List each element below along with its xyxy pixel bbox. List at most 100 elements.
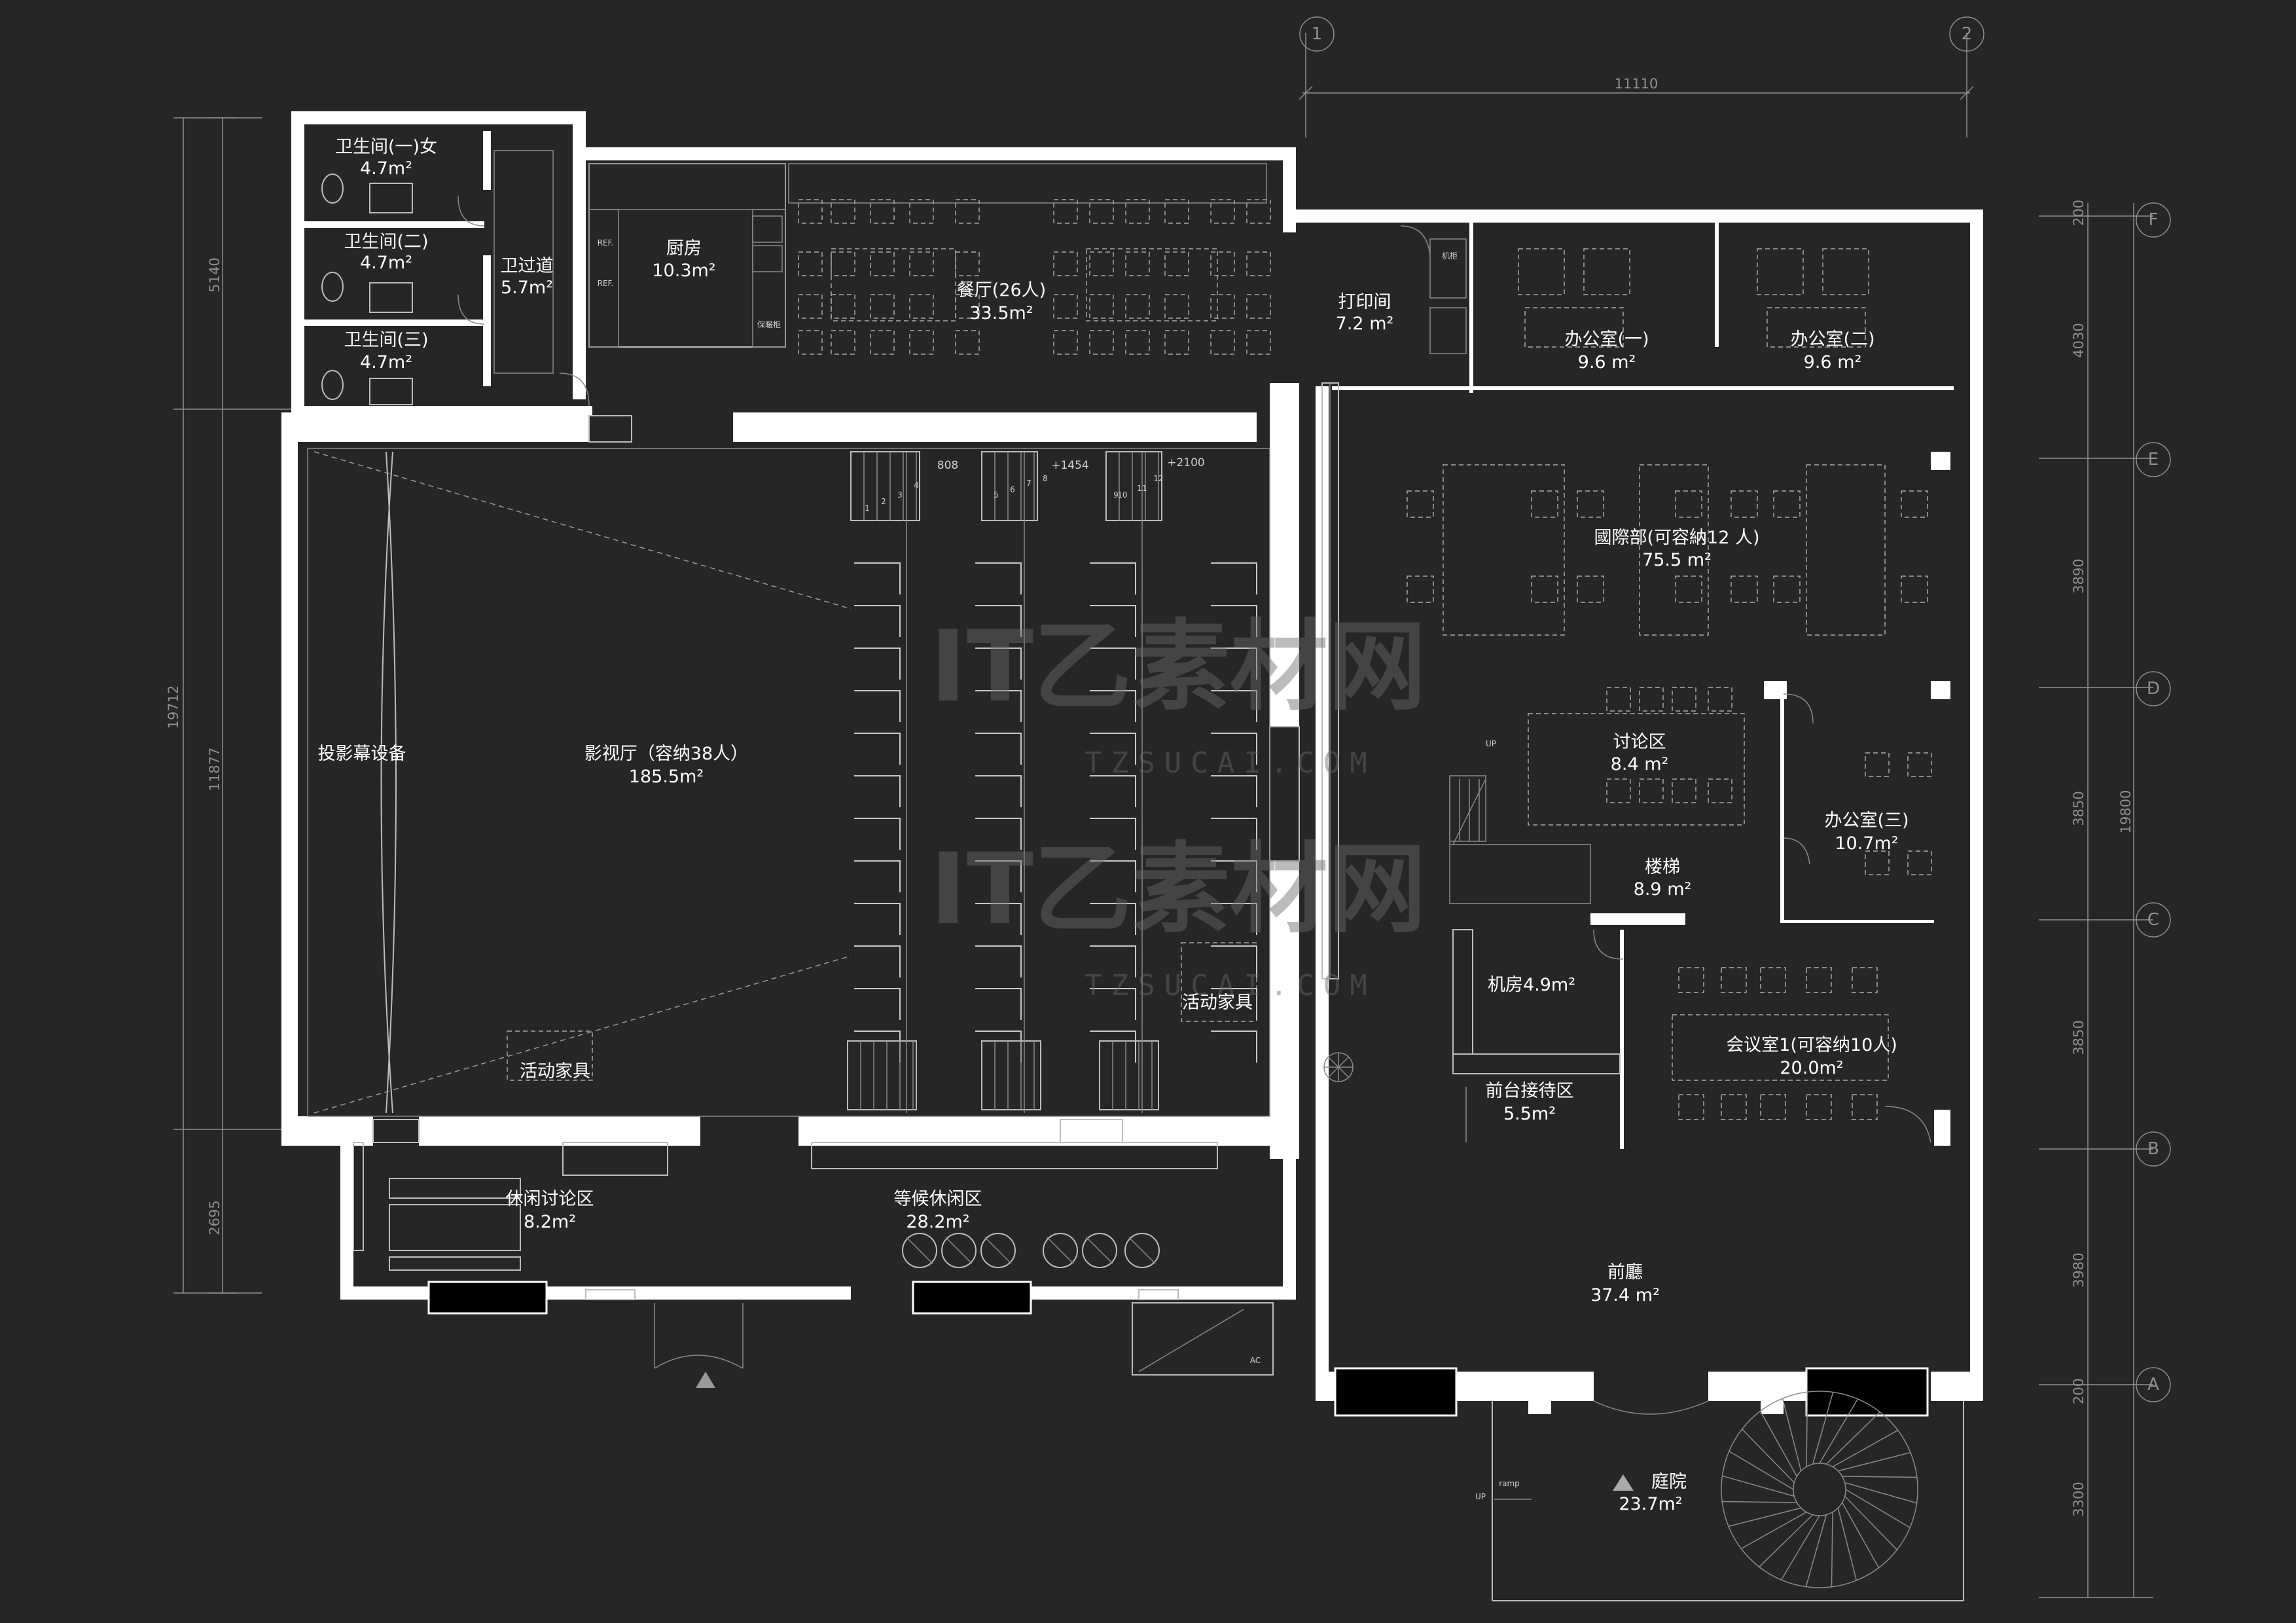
cinema-seat bbox=[1211, 818, 1257, 850]
chair bbox=[1164, 294, 1189, 319]
chair bbox=[798, 294, 823, 319]
chair bbox=[955, 199, 980, 224]
elevation-2: +1454 bbox=[1051, 459, 1089, 472]
chair bbox=[1125, 251, 1150, 276]
seat-number: 7 bbox=[1026, 479, 1031, 488]
chair bbox=[798, 251, 823, 276]
step-frame bbox=[981, 451, 1038, 521]
chair bbox=[1053, 251, 1078, 276]
room-lobby-name: 前廳 bbox=[1607, 1262, 1643, 1283]
cinema-step-block bbox=[1105, 451, 1162, 521]
chair bbox=[1721, 1094, 1747, 1120]
cinema-seat bbox=[1090, 733, 1136, 765]
chair bbox=[1806, 1094, 1832, 1120]
movable-furniture-1: 活动家具 bbox=[520, 1061, 590, 1082]
decorative-plant-icon bbox=[1323, 1052, 1354, 1082]
seat-number: 12 bbox=[1153, 474, 1163, 483]
chair bbox=[1164, 199, 1189, 224]
chair bbox=[1053, 294, 1078, 319]
room-wc1-name: 卫生间(一)女 bbox=[335, 137, 437, 157]
chair bbox=[1210, 251, 1235, 276]
chair bbox=[1773, 490, 1801, 518]
dim-left-2: 11877 bbox=[207, 748, 223, 792]
elevation-3: +2100 bbox=[1167, 456, 1205, 469]
cinema-seat bbox=[1090, 1030, 1136, 1063]
room-cinema-area: 185.5m² bbox=[629, 767, 704, 787]
chair bbox=[1678, 1094, 1704, 1120]
chair bbox=[1731, 575, 1758, 603]
cinema-seat bbox=[854, 818, 901, 850]
ref-label-2: REF. bbox=[598, 279, 614, 288]
stair-details: UP bbox=[1449, 687, 1932, 960]
cinema-seat bbox=[975, 988, 1022, 1020]
chair bbox=[831, 294, 855, 319]
chair bbox=[909, 294, 934, 319]
axis-2: 2 bbox=[1962, 24, 1973, 44]
lounge-chair-line bbox=[1047, 1237, 1074, 1264]
chair bbox=[1089, 294, 1114, 319]
dim-right-6: 3980 bbox=[2071, 1252, 2087, 1287]
chair bbox=[1210, 330, 1235, 355]
chair bbox=[1210, 199, 1235, 224]
seat-number: 6 bbox=[1010, 485, 1015, 494]
room-labels: 卫生间(一)女 4.7m² 卫生间(二) 4.7m² 卫生间(三) 4.7m² … bbox=[318, 137, 1909, 1514]
seat-number: 8 bbox=[1043, 474, 1048, 483]
tree-branch bbox=[1832, 1429, 1899, 1468]
chair bbox=[831, 251, 855, 276]
tree-branch bbox=[1842, 1476, 1917, 1478]
tree-trunk bbox=[1793, 1463, 1846, 1516]
room-wc3-name: 卫生间(三) bbox=[344, 330, 428, 350]
chair bbox=[1639, 687, 1664, 712]
watermark-url-2: TZSUCAI.COM bbox=[1085, 969, 1376, 1002]
chair bbox=[1708, 687, 1732, 712]
cinema-step-block bbox=[981, 1040, 1041, 1110]
chair bbox=[1760, 967, 1786, 993]
room-intl-name: 國際部(可容納12 人) bbox=[1594, 528, 1759, 548]
axis-a: A bbox=[2147, 1375, 2159, 1395]
seat-number: 11 bbox=[1137, 484, 1147, 493]
lounge-chair bbox=[1124, 1233, 1160, 1268]
cinema-step-block bbox=[1099, 1040, 1159, 1110]
dimension-lines bbox=[173, 33, 2153, 1598]
tree-branch bbox=[1780, 1515, 1820, 1580]
room-leisure-area: 8.2m² bbox=[524, 1212, 576, 1232]
cinema-seat bbox=[854, 988, 901, 1020]
chair bbox=[1678, 967, 1704, 993]
cinema-seat bbox=[1211, 775, 1257, 807]
lounge-chair-seat bbox=[1082, 1233, 1117, 1268]
step-frame bbox=[850, 451, 920, 521]
cinema-seat bbox=[975, 903, 1022, 935]
tree-branch bbox=[1837, 1508, 1857, 1581]
step-frame bbox=[1105, 451, 1162, 521]
tree-canopy bbox=[1721, 1391, 1918, 1588]
tree-branch bbox=[1759, 1410, 1798, 1477]
ac-label: AC bbox=[1250, 1356, 1261, 1365]
lounge-chair-line bbox=[906, 1237, 933, 1264]
room-discuss-name: 讨论区 bbox=[1613, 732, 1666, 752]
cinema-seat bbox=[854, 562, 901, 594]
step-frame bbox=[981, 1040, 1041, 1110]
seat-number: 1 bbox=[865, 503, 870, 513]
chair bbox=[870, 294, 895, 319]
chair bbox=[798, 199, 823, 224]
chair bbox=[1901, 575, 1928, 603]
cinema-seat bbox=[854, 860, 901, 892]
chair bbox=[909, 199, 934, 224]
room-corridor-name: 卫过道 bbox=[501, 256, 554, 276]
cinema-seat bbox=[1211, 945, 1257, 977]
tree-branch bbox=[1740, 1511, 1807, 1550]
seat-number: 2 bbox=[881, 497, 886, 506]
cinema-seat bbox=[975, 562, 1022, 594]
watermark: IT乙素材网 TZSUCAI.COM IT乙素材网 TZSUCAI.COM bbox=[930, 610, 1426, 1002]
chair bbox=[1164, 330, 1189, 355]
chair bbox=[1246, 294, 1271, 319]
dim-right-4: 3850 bbox=[2071, 791, 2087, 826]
cinema-step-block bbox=[981, 451, 1038, 521]
room-stair-area: 8.9 m² bbox=[1634, 879, 1692, 900]
cinema-seat bbox=[854, 690, 901, 722]
cinema-seat bbox=[975, 945, 1022, 977]
lounge-chair-seat bbox=[1043, 1233, 1078, 1268]
chair bbox=[1531, 490, 1558, 518]
lounge-chair-line bbox=[945, 1237, 973, 1264]
